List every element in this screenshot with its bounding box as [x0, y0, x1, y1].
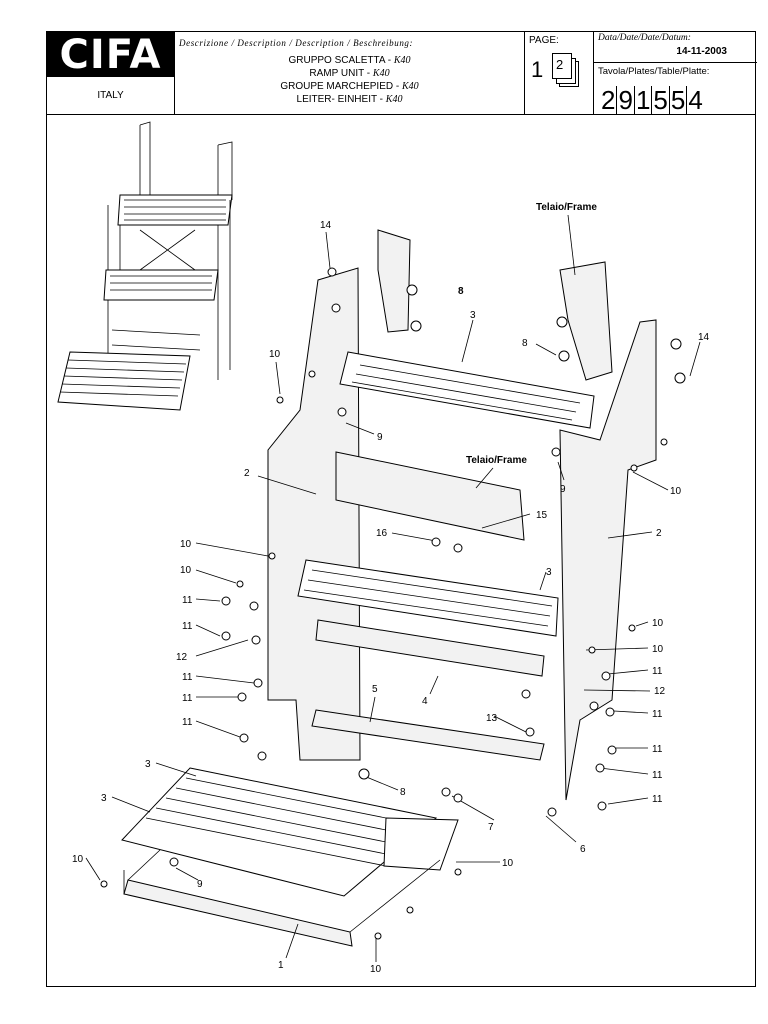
plate-digit: 5 [653, 85, 670, 115]
bottom-step-extension [383, 817, 459, 871]
crossbar [315, 619, 545, 677]
callout: 7 [488, 822, 494, 833]
callout: 10 [502, 858, 514, 869]
callout: 11 [652, 666, 663, 677]
page-number: 1 [531, 57, 544, 82]
country-label: ITALY [97, 90, 124, 101]
description-line: GROUPE MARCHEPIED - K40 [280, 81, 419, 92]
leader-lines [85, 214, 701, 962]
drawing-sheet: CIFA ITALY Descrizione / Description / D… [46, 31, 757, 987]
callout: 14 [320, 220, 332, 231]
callout: 10 [180, 539, 192, 550]
callout: 16 [376, 528, 388, 539]
callout: 15 [536, 510, 548, 521]
bottom-support-frame [123, 879, 353, 947]
frame-channel [335, 451, 525, 541]
callout: 12 [176, 652, 188, 663]
callout: 11 [182, 717, 193, 728]
callout: 14 [698, 332, 710, 343]
callout: 13 [486, 713, 498, 724]
callout: 3 [101, 793, 107, 804]
description-line: RAMP UNIT - K40 [309, 68, 390, 79]
callout: 11 [652, 770, 663, 781]
fasteners [100, 267, 686, 940]
callout: 8 [400, 787, 406, 798]
callout: 10 [180, 565, 192, 576]
callout: 8 [458, 286, 464, 297]
callout: 8 [522, 338, 528, 349]
description-line: GRUPPO SCALETTA - K40 [288, 55, 411, 66]
callout: 11 [182, 693, 193, 704]
callout: 10 [269, 349, 281, 360]
plate-digit: 2 [601, 85, 618, 115]
logo-cell: CIFA ITALY [47, 32, 175, 114]
callout: 10 [670, 486, 682, 497]
callout: 5 [372, 684, 378, 695]
frame-label: Telaio/Frame [536, 202, 597, 213]
callout: 9 [377, 432, 383, 443]
callout: 2 [656, 528, 662, 539]
callout: 11 [182, 621, 193, 632]
callout-numbers: 14 8 8 3 10 14 9 9 2 10 2 15 16 10 10 11… [72, 220, 710, 975]
description-label: Descrizione / Description / Description … [179, 38, 414, 48]
hinge-tube [311, 709, 545, 761]
right-frame-bracket [559, 261, 613, 381]
callout: 10 [652, 618, 664, 629]
callout: 4 [422, 696, 428, 707]
plate-number: 2 9 1 5 5 4 [600, 86, 704, 114]
plate-digit: 5 [670, 85, 688, 115]
callout: 11 [652, 744, 663, 755]
callout: 11 [652, 709, 663, 720]
page-count: 2 [556, 57, 564, 72]
frame-label: Telaio/Frame [466, 455, 527, 466]
plate-digit: 1 [635, 85, 653, 115]
callout: 9 [560, 484, 566, 495]
callout: 3 [145, 759, 151, 770]
top-step [339, 351, 595, 429]
callout: 10 [72, 854, 84, 865]
callout: 6 [580, 844, 586, 855]
description-cell: Descrizione / Description / Description … [175, 32, 525, 114]
callout: 10 [370, 964, 382, 975]
description-lines: GRUPPO SCALETTA - K40 RAMP UNIT - K40 GR… [175, 54, 524, 106]
callout: 3 [546, 567, 552, 578]
pages-icon: 2 [552, 53, 579, 87]
bottom-step [121, 767, 438, 897]
page-cell: PAGE: 1 2 [525, 32, 594, 114]
callout: 2 [244, 468, 250, 479]
page-label: PAGE: [529, 35, 559, 46]
company-logo: CIFA [47, 32, 174, 78]
callout: 12 [654, 686, 666, 697]
date-label: Data/Date/Date/Datum: [598, 33, 691, 43]
callout: 11 [182, 672, 193, 683]
left-side-plate [267, 267, 361, 761]
description-line: LEITER- EINHEIT - K40 [296, 94, 403, 105]
title-block: CIFA ITALY Descrizione / Description / D… [47, 32, 757, 115]
plate-digit: 4 [688, 85, 703, 115]
callout: 11 [182, 595, 193, 606]
plate-label: Tavola/Plates/Table/Platte: [598, 66, 710, 77]
callout: 3 [470, 310, 476, 321]
date-cell: Data/Date/Date/Datum: 14-11-2003 Tavola/… [594, 32, 757, 114]
callout: 9 [197, 879, 203, 890]
assembled-view [57, 121, 233, 411]
date-value: 14-11-2003 [676, 46, 727, 57]
callout: 10 [652, 644, 664, 655]
callout: 11 [652, 794, 663, 805]
left-frame-bracket [377, 229, 411, 333]
callout: 1 [278, 960, 284, 971]
plate-digit: 9 [618, 85, 635, 115]
